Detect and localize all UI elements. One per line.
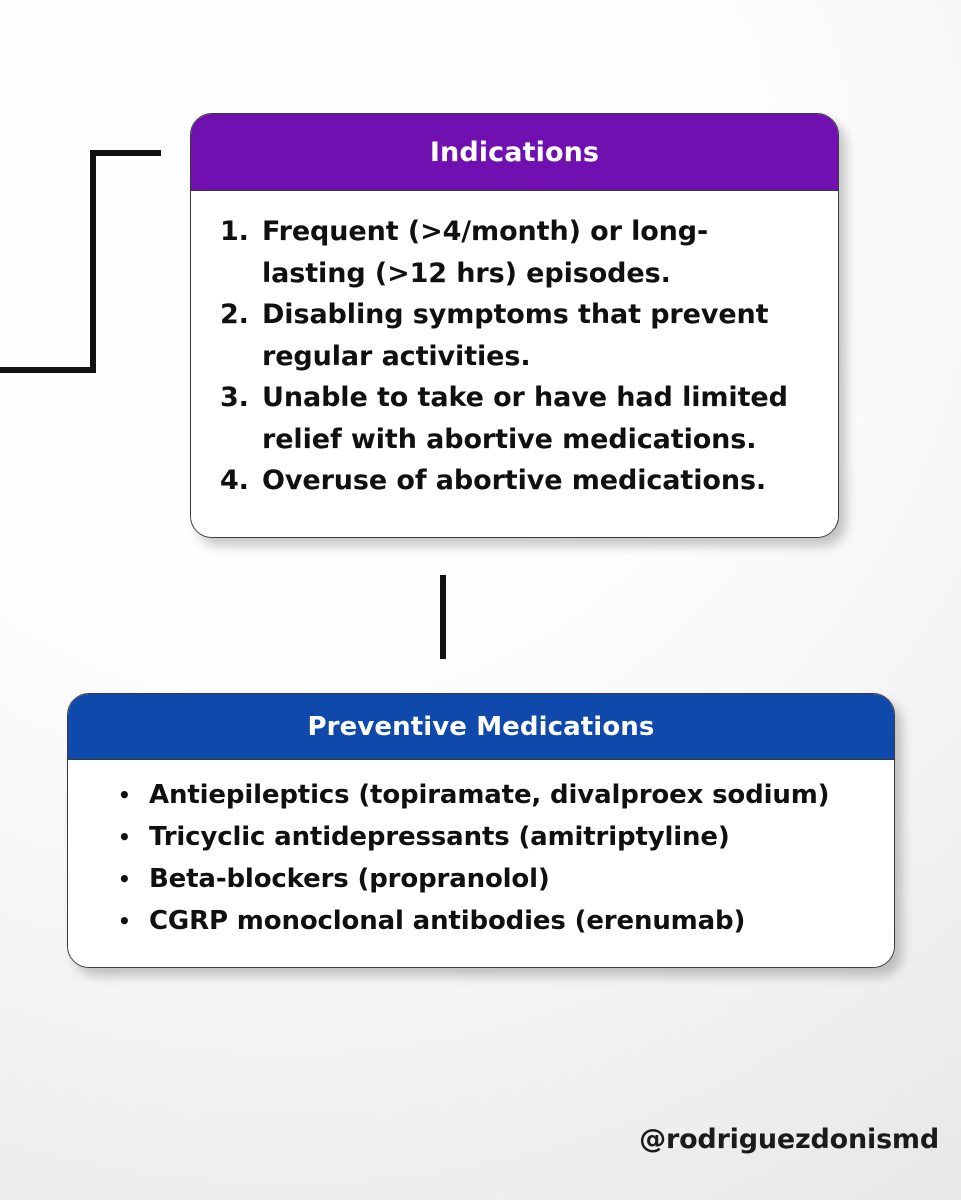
preventive-medications-body: • Antiepileptics (topiramate, divalproex… [68, 760, 894, 967]
list-item-number: 1. [220, 216, 249, 247]
list-item: 4. Overuse of abortive medications. [220, 460, 808, 502]
author-handle: @rodriguezdonismd [639, 1124, 939, 1155]
list-item: 2. Disabling symptoms that prevent regul… [220, 294, 808, 377]
list-item-text: Frequent (>4/month) or long-lasting (>12… [262, 216, 709, 289]
list-item: • Tricyclic antidepressants (amitriptyli… [116, 816, 870, 858]
list-item-text: Disabling symptoms that prevent regular … [262, 299, 769, 372]
list-item-text: Antiepileptics (topiramate, divalproex s… [149, 780, 830, 810]
indications-body: 1. Frequent (>4/month) or long-lasting (… [191, 191, 838, 537]
list-item-text: Beta-blockers (propranolol) [149, 864, 550, 894]
list-item-number: 4. [220, 465, 249, 496]
bracket-top-horizontal-line [90, 150, 161, 156]
indications-card: Indications 1. Frequent (>4/month) or lo… [190, 113, 839, 538]
indications-list: 1. Frequent (>4/month) or long-lasting (… [220, 211, 808, 502]
list-item: 1. Frequent (>4/month) or long-lasting (… [220, 211, 808, 294]
list-item: 3. Unable to take or have had limited re… [220, 377, 808, 460]
list-item-text: CGRP monoclonal antibodies (erenumab) [149, 906, 746, 936]
list-item-text: Unable to take or have had limited relie… [262, 382, 788, 455]
indications-header: Indications [191, 114, 838, 191]
bracket-bottom-horizontal-line [0, 367, 96, 373]
list-item: • Beta-blockers (propranolol) [116, 858, 870, 900]
list-item: • Antiepileptics (topiramate, divalproex… [116, 774, 870, 816]
bullet-icon: • [118, 825, 131, 849]
bracket-left-vertical-line [90, 150, 96, 373]
preventive-medications-header: Preventive Medications [68, 694, 894, 760]
list-item-text: Tricyclic antidepressants (amitriptyline… [149, 822, 730, 852]
list-item-number: 2. [220, 299, 249, 330]
vertical-connector-line [440, 575, 446, 659]
bullet-icon: • [118, 783, 131, 807]
list-item-text: Overuse of abortive medications. [262, 465, 767, 496]
list-item: • CGRP monoclonal antibodies (erenumab) [116, 900, 870, 942]
preventive-medications-card: Preventive Medications • Antiepileptics … [67, 693, 895, 968]
list-item-number: 3. [220, 382, 249, 413]
bullet-icon: • [118, 909, 131, 933]
preventive-medications-list: • Antiepileptics (topiramate, divalproex… [116, 774, 870, 942]
bullet-icon: • [118, 867, 131, 891]
